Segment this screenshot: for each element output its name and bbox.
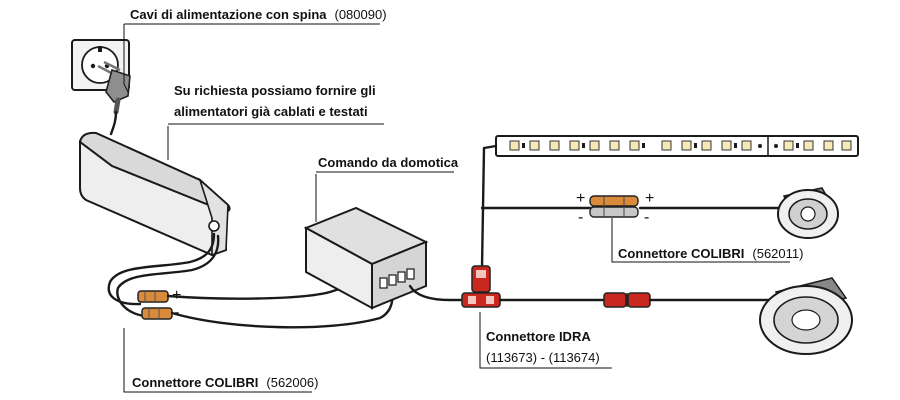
label-power-cables-title: Cavi di alimentazione con spina — [130, 7, 327, 22]
label-supply-note-line1: Su richiesta possiamo fornire gli — [174, 83, 376, 98]
polarity-plus-top-right: + — [645, 190, 654, 207]
polarity-plus-top-left: + — [576, 190, 585, 207]
label-power-cables-code: (080090) — [335, 7, 387, 22]
power-supply — [78, 131, 231, 257]
label-idra-codes: (113673) - (113674) — [486, 350, 600, 365]
downlight-small — [777, 187, 839, 239]
label-home-automation: Comando da domotica — [318, 155, 459, 170]
downlight-large — [759, 277, 853, 355]
label-colibri-top: Connettore COLIBRI (562011) — [618, 245, 803, 262]
label-idra-title: Connettore IDRA — [486, 329, 591, 344]
label-supply-note-line2: alimentatori già cablati e testati — [174, 104, 368, 119]
idra-connector — [461, 265, 501, 308]
led-strip — [495, 135, 859, 157]
polarity-minus-bottom: - — [174, 304, 179, 321]
wall-socket — [71, 39, 130, 91]
label-colibri-bottom-code: (562006) — [266, 375, 318, 390]
home-automation-controller — [303, 206, 429, 310]
colibri-connector-top — [589, 195, 639, 218]
label-colibri-bottom-title: Connettore COLIBRI — [132, 375, 258, 390]
polarity-minus-top-right: - — [644, 209, 649, 226]
label-colibri-bottom: Connettore COLIBRI (562006) — [132, 374, 318, 391]
label-power-cables: Cavi di alimentazione con spina (080090) — [130, 6, 387, 23]
inline-connector — [603, 292, 651, 308]
polarity-minus-top-left: - — [578, 209, 583, 226]
colibri-connector-bottom — [137, 290, 173, 320]
label-colibri-top-title: Connettore COLIBRI — [618, 246, 744, 261]
label-colibri-top-code: (562011) — [752, 246, 803, 261]
